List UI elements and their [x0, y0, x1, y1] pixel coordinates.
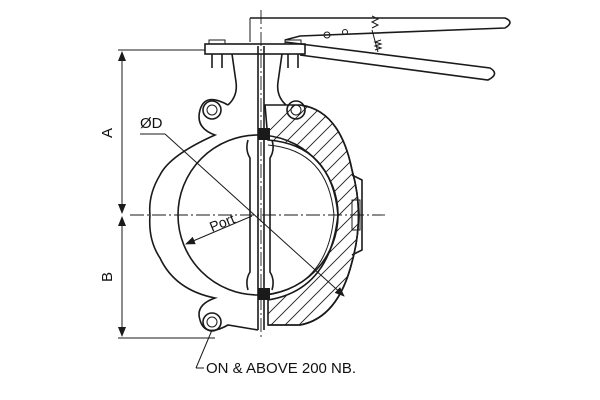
top-mounting-flange [204, 39, 306, 68]
note-leader [195, 329, 213, 369]
dimension-a-label: A [99, 128, 116, 138]
dimension-lines [118, 49, 215, 339]
port-label: Port [207, 210, 237, 234]
dimension-b-label: B [99, 272, 116, 282]
center-lines [130, 10, 385, 340]
valve-neck [227, 46, 287, 330]
port-leader [185, 215, 253, 245]
valve-disc [246, 128, 274, 300]
diameter-leader [140, 133, 345, 297]
lever-handle [249, 15, 511, 81]
note-label: ON & ABOVE 200 NB. [206, 360, 356, 377]
body-section-hatching [264, 104, 360, 326]
diameter-label: ØD [140, 115, 163, 132]
